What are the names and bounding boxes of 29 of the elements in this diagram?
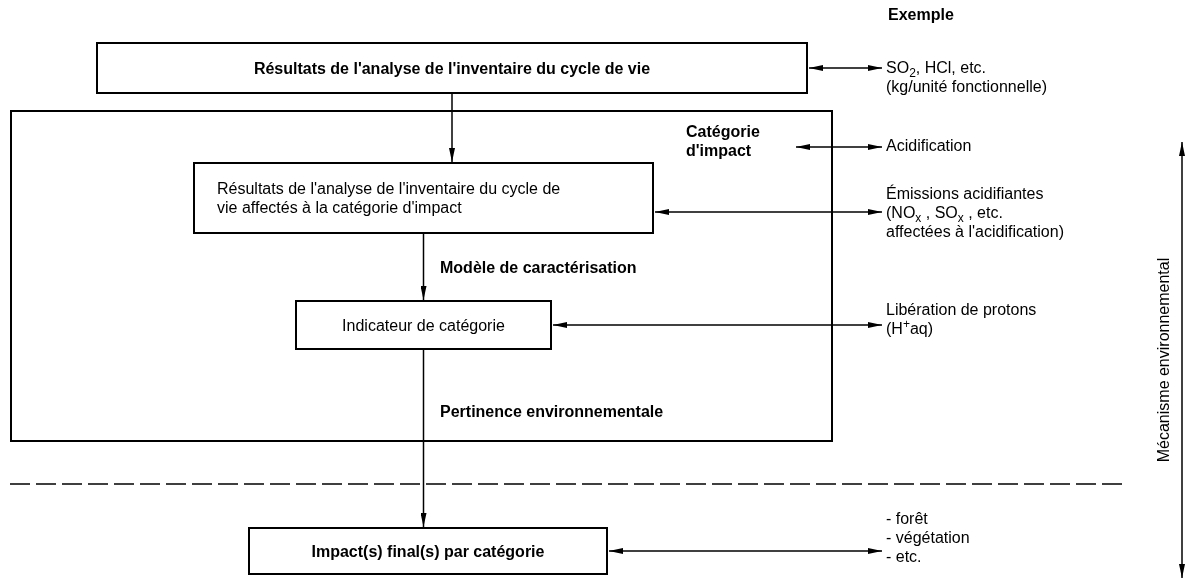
axis-title: Mécanisme environnemental bbox=[1153, 257, 1173, 463]
process-box bbox=[295, 300, 552, 350]
annotation-text: - végétation bbox=[886, 528, 970, 547]
arrow bbox=[795, 144, 883, 150]
process-box bbox=[248, 527, 608, 575]
arrow bbox=[654, 209, 883, 215]
box-label: Résultats de l'analyse de l'inventaire du cycle de vie affectés à la catégorie d'impact bbox=[217, 179, 562, 217]
section-heading: Pertinence environnementale bbox=[440, 402, 664, 421]
arrow bbox=[420, 233, 427, 301]
annotation-text: - forêt bbox=[886, 509, 928, 528]
annotation-text: Libération de protons (H$^{+}$aq) bbox=[886, 300, 1038, 338]
box-label: Indicateur de catégorie bbox=[342, 315, 505, 335]
box-label: Impact(s) final(s) par catégorie bbox=[311, 541, 545, 561]
group-frame bbox=[10, 110, 833, 442]
annotation-text: Acidification bbox=[886, 136, 972, 155]
section-heading: Modèle de caractérisation bbox=[440, 258, 637, 277]
process-box bbox=[193, 162, 654, 234]
annotation-text: - etc. bbox=[886, 547, 922, 566]
arrow bbox=[449, 93, 455, 163]
box-label: Résultats de l'analyse de l'inventaire du cycle de vie bbox=[253, 58, 651, 78]
annotation-text: Catégorie d'impact bbox=[686, 122, 761, 160]
arrow bbox=[552, 322, 883, 328]
annotation-text: SO$_{2}$, HCl, etc. (kg/unité fonctionnelle) bbox=[886, 58, 1048, 96]
arrow bbox=[808, 65, 883, 71]
process-box bbox=[96, 42, 808, 94]
arrow bbox=[420, 349, 427, 528]
annotation-text: Émissions acidifiantes (NO$_{x}$ , SO$_{x}$ , etc. affectées à l'acidification) bbox=[886, 184, 1065, 241]
section-heading: Exemple bbox=[888, 5, 954, 24]
arrow bbox=[608, 548, 883, 554]
